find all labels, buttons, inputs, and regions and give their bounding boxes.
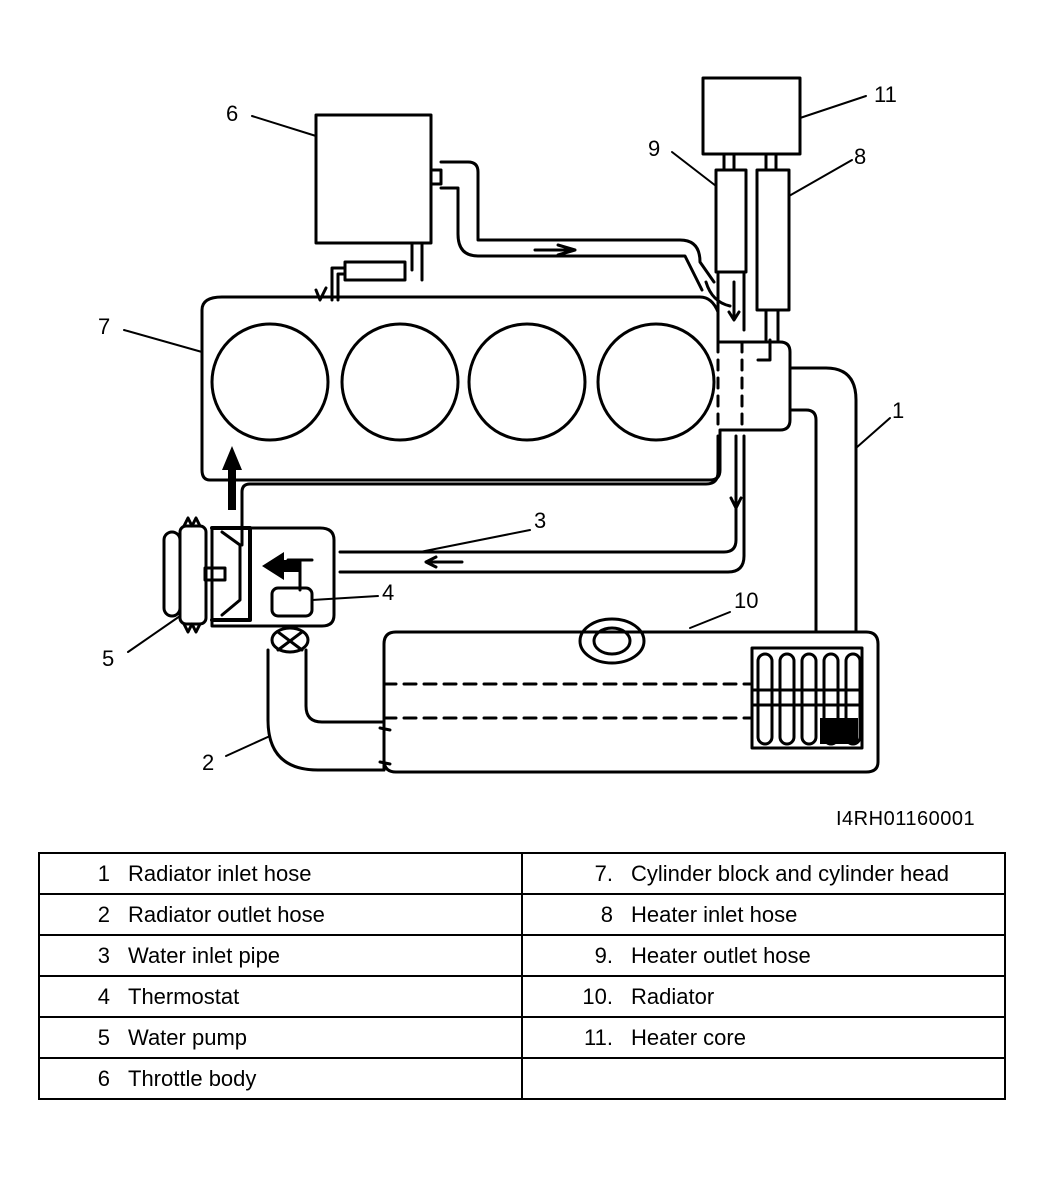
- legend-number: 11.: [584, 1024, 613, 1050]
- legend-label: Radiator: [631, 983, 715, 1009]
- leader-lines: [123, 95, 891, 757]
- heater-outlet-hose: [704, 152, 748, 332]
- callout-6: 6: [226, 101, 238, 126]
- thermostat: [270, 558, 314, 654]
- legend-label: Heater outlet hose: [631, 942, 811, 968]
- legend-label: Heater core: [631, 1024, 746, 1050]
- legend-label: Cylinder block and cylinder head: [631, 860, 949, 886]
- legend-row: 5 Water pump 11. Heater core: [38, 1016, 1006, 1059]
- water-pump-housing: [210, 526, 336, 628]
- callout-9: 9: [648, 136, 660, 161]
- legend-row: 3 Water inlet pipe 9. Heater outlet hose: [38, 934, 1006, 977]
- flow-arrow-up: [222, 446, 242, 510]
- heater-core: [701, 76, 802, 156]
- legend-number: 7.: [594, 860, 613, 886]
- radiator-core: [750, 646, 864, 750]
- radiator-inlet-hose: [788, 366, 858, 634]
- legend-label: Radiator outlet hose: [128, 901, 325, 927]
- cylinders: [210, 322, 716, 442]
- callout-4: 4: [382, 580, 394, 605]
- legend-label: Throttle body: [128, 1065, 257, 1091]
- legend-label: Thermostat: [128, 983, 240, 1009]
- heater-inlet-hose: [755, 152, 791, 342]
- legend-row: 4 Thermostat 10. Radiator: [38, 975, 1006, 1018]
- legend-number: 4: [97, 983, 110, 1009]
- callout-8: 8: [854, 144, 866, 169]
- legend-row: 1 Radiator inlet hose 7. Cylinder block an…: [38, 852, 1006, 895]
- callout-5: 5: [102, 646, 114, 671]
- throttle-body-hoses: [314, 160, 716, 302]
- legend-number: 6: [97, 1065, 110, 1091]
- legend-label: Radiator inlet hose: [128, 860, 312, 886]
- radiator-cap: [578, 617, 646, 665]
- legend-number: 3: [97, 942, 110, 968]
- callout-11: 11: [874, 82, 897, 107]
- radiator: [382, 630, 880, 774]
- legend-number: 10.: [582, 983, 613, 1009]
- legend-row: 6 Throttle body: [38, 1057, 1006, 1100]
- radiator-outlet-hose: [266, 648, 386, 772]
- legend-label: Heater inlet hose: [631, 901, 798, 927]
- legend-number: 8: [600, 901, 613, 927]
- figure-reference-code: I4RH01160001: [836, 808, 976, 830]
- cylinder-block: [200, 295, 792, 482]
- parts-legend-table: 1 Radiator inlet hose 7. Cylinder block an…: [38, 852, 1006, 1100]
- legend-label: Water pump: [128, 1024, 248, 1050]
- callout-7: 7: [98, 314, 110, 339]
- water-inlet-pipe: [338, 434, 746, 574]
- water-pump-pulley: [162, 516, 227, 634]
- legend-number: 9.: [594, 942, 613, 968]
- callout-10: 10: [734, 588, 758, 613]
- callout-2: 2: [202, 750, 214, 775]
- legend-number: 2: [97, 901, 110, 927]
- cooling-system-diagram: 6 7 11 9 8 1 3 4 10 5 2: [98, 76, 904, 775]
- throttle-body: [314, 113, 433, 245]
- legend-label: Water inlet pipe: [128, 942, 281, 968]
- legend-number: 5: [97, 1024, 110, 1050]
- legend-row: 2 Radiator outlet hose 8 Heater inlet hose: [38, 893, 1006, 936]
- callout-3: 3: [534, 508, 546, 533]
- flow-arrow-left: [262, 552, 300, 580]
- callout-1: 1: [892, 398, 904, 423]
- legend-number: 1: [97, 860, 110, 886]
